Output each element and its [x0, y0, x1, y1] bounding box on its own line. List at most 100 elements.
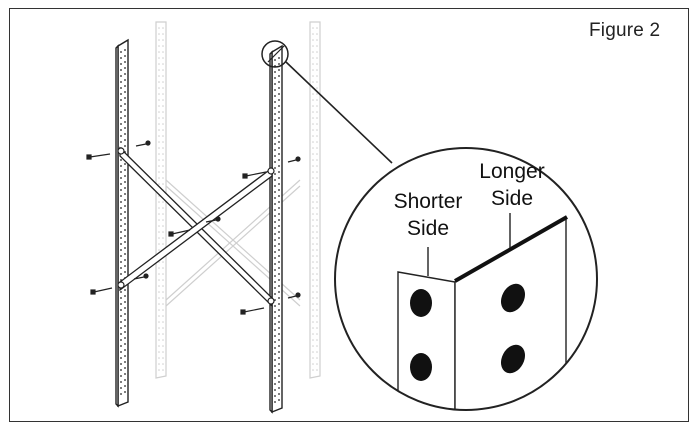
perforation-hole — [162, 207, 164, 209]
perforation-hole — [120, 117, 122, 119]
perforation-hole — [312, 45, 314, 47]
perforation-hole — [120, 381, 122, 383]
perforation-hole — [120, 345, 122, 347]
perforation-hole — [278, 75, 280, 77]
perforation-hole — [158, 87, 160, 89]
perforation-hole — [316, 351, 318, 353]
perforation-hole — [162, 165, 164, 167]
perforation-hole — [312, 159, 314, 161]
perforation-hole — [312, 39, 314, 41]
perforation-hole — [274, 173, 276, 175]
perforation-hole — [312, 27, 314, 29]
perforation-hole — [124, 55, 126, 57]
perforation-hole — [312, 105, 314, 107]
perforation-hole — [158, 351, 160, 353]
perforation-hole — [162, 273, 164, 275]
perforation-hole — [124, 337, 126, 339]
perforation-hole — [158, 147, 160, 149]
perforation-hole — [162, 345, 164, 347]
perforation-hole — [278, 357, 280, 359]
perforation-hole — [316, 147, 318, 149]
perforation-hole — [278, 339, 280, 341]
perforation-hole — [120, 135, 122, 137]
perforation-hole — [158, 63, 160, 65]
perforation-hole — [316, 273, 318, 275]
perforation-hole — [312, 135, 314, 137]
perforation-hole — [274, 59, 276, 61]
perforation-hole — [274, 383, 276, 385]
perforation-hole — [158, 177, 160, 179]
perforation-hole — [158, 225, 160, 227]
perforation-hole — [312, 297, 314, 299]
perforation-hole — [120, 51, 122, 53]
perforation-hole — [316, 141, 318, 143]
shorter-side-label-line2: Side — [406, 217, 450, 240]
perforation-hole — [120, 291, 122, 293]
perforation-hole — [316, 291, 318, 293]
perforation-hole — [316, 237, 318, 239]
perforation-hole — [158, 57, 160, 59]
perforation-hole — [278, 219, 280, 221]
perforation-hole — [162, 123, 164, 125]
perforation-hole — [162, 213, 164, 215]
perforation-hole — [120, 105, 122, 107]
perforation-hole — [274, 197, 276, 199]
perforation-hole — [274, 335, 276, 337]
shorter-side-hole — [410, 289, 432, 317]
perforation-hole — [274, 311, 276, 313]
perforation-hole — [316, 309, 318, 311]
perforation-hole — [120, 69, 122, 71]
perforation-hole — [312, 333, 314, 335]
perforation-hole — [120, 165, 122, 167]
perforation-hole — [120, 369, 122, 371]
perforation-hole — [316, 159, 318, 161]
perforation-hole — [312, 195, 314, 197]
perforation-hole — [124, 361, 126, 363]
perforation-hole — [316, 261, 318, 263]
perforation-hole — [162, 159, 164, 161]
perforation-hole — [312, 309, 314, 311]
brace-pivots — [117, 147, 275, 305]
perforation-hole — [274, 149, 276, 151]
perforation-hole — [312, 213, 314, 215]
perforation-hole — [278, 333, 280, 335]
perforation-hole — [312, 153, 314, 155]
figure-label: Figure 2 — [589, 20, 661, 41]
perforation-hole — [124, 385, 126, 387]
perforation-hole — [278, 351, 280, 353]
perforation-hole — [124, 127, 126, 129]
perforation-hole — [274, 191, 276, 193]
perforation-hole — [120, 207, 122, 209]
perforation-hole — [162, 57, 164, 59]
perforation-hole — [162, 135, 164, 137]
perforation-hole — [158, 285, 160, 287]
perforation-hole — [124, 217, 126, 219]
perforation-hole — [158, 357, 160, 359]
shorter-side-label: Shorter Side — [386, 188, 470, 242]
perforation-hole — [278, 279, 280, 281]
perforation-hole — [274, 389, 276, 391]
perforation-hole — [124, 319, 126, 321]
perforation-hole — [312, 165, 314, 167]
perforation-hole — [312, 99, 314, 101]
perforation-hole — [278, 399, 280, 401]
perforation-hole — [120, 273, 122, 275]
perforation-hole — [162, 75, 164, 77]
perforation-hole — [124, 367, 126, 369]
perforation-hole — [278, 111, 280, 113]
perforation-hole — [278, 117, 280, 119]
perforation-hole — [124, 91, 126, 93]
perforation-hole — [274, 359, 276, 361]
left-upright — [115, 38, 129, 408]
perforation-hole — [162, 51, 164, 53]
perforation-hole — [120, 261, 122, 263]
perforation-hole — [274, 305, 276, 307]
bolt-right-top — [242, 171, 267, 179]
perforation-hole — [162, 303, 164, 305]
perforation-hole — [274, 329, 276, 331]
perforation-hole — [312, 363, 314, 365]
perforation-hole — [316, 117, 318, 119]
perforation-hole — [124, 247, 126, 249]
perforation-hole — [158, 39, 160, 41]
